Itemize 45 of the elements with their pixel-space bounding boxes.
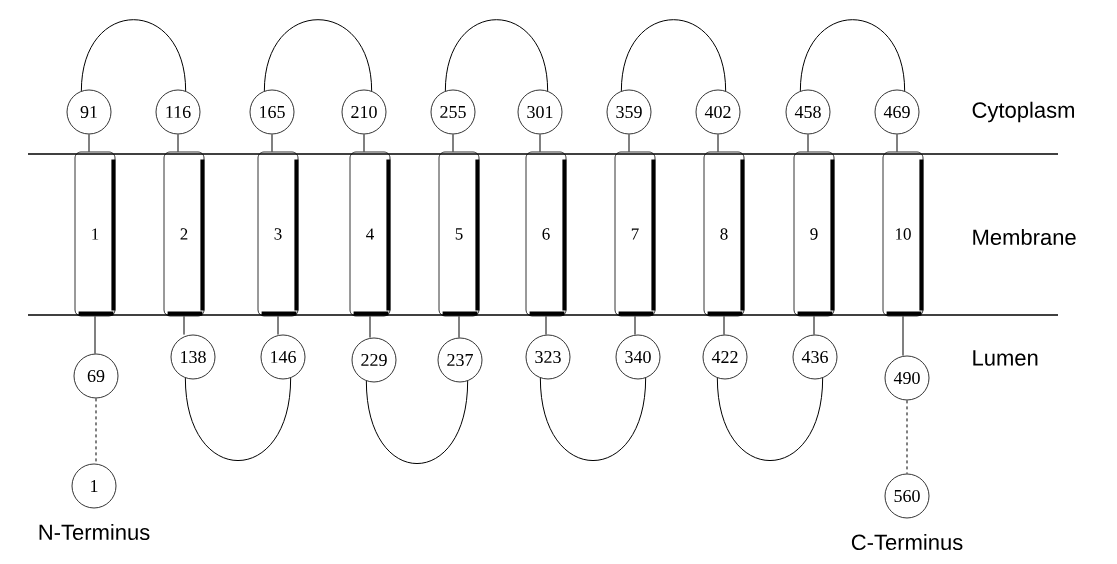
loop-line (716, 377, 824, 462)
connector-line (896, 133, 898, 153)
connector-line (634, 315, 636, 336)
loop-line (444, 19, 549, 92)
helix-cylinder: 6 (525, 151, 567, 317)
helix-cylinder: 5 (438, 151, 480, 317)
connector-line (369, 315, 371, 339)
connector-line (539, 133, 541, 153)
loop-line (365, 380, 469, 465)
helix-cylinder: 3 (257, 151, 299, 317)
connector-line (363, 133, 365, 153)
connector-line (807, 133, 809, 153)
helix-cylinder: 2 (163, 151, 205, 317)
helix-cylinder: 7 (614, 151, 656, 317)
connector-line (902, 315, 904, 357)
helix-cylinder: 4 (349, 151, 391, 317)
connector-line (717, 133, 719, 153)
helix-cylinder: 8 (703, 151, 745, 317)
terminus-label: C-Terminus (851, 533, 963, 551)
region-label: Lumen (973, 350, 1038, 366)
connector-line (723, 315, 725, 336)
connector-line (277, 315, 279, 336)
loop-line (539, 377, 647, 462)
loop-line (263, 19, 373, 92)
connector-line (813, 315, 815, 336)
connector-line (183, 315, 185, 336)
connector-line (88, 133, 90, 153)
helix-cylinder: 10 (882, 151, 924, 317)
region-label: Membrane (973, 228, 1076, 246)
connector-line (458, 315, 460, 339)
terminus-label: N-Terminus (39, 523, 150, 541)
helix-cylinder: 9 (793, 151, 835, 317)
connector-line (452, 133, 454, 153)
loop-line (80, 19, 187, 92)
connector-line (177, 133, 179, 153)
loop-line (799, 19, 906, 92)
helix-cylinder: 1 (74, 151, 116, 317)
connector-line (628, 133, 630, 153)
connector-line (94, 315, 96, 355)
region-label: Cytoplasm (972, 101, 1074, 123)
connector-line (271, 133, 273, 153)
connector-line (545, 315, 547, 336)
loop-line (184, 377, 292, 462)
loop-line (620, 19, 727, 92)
connector-line (906, 399, 908, 475)
